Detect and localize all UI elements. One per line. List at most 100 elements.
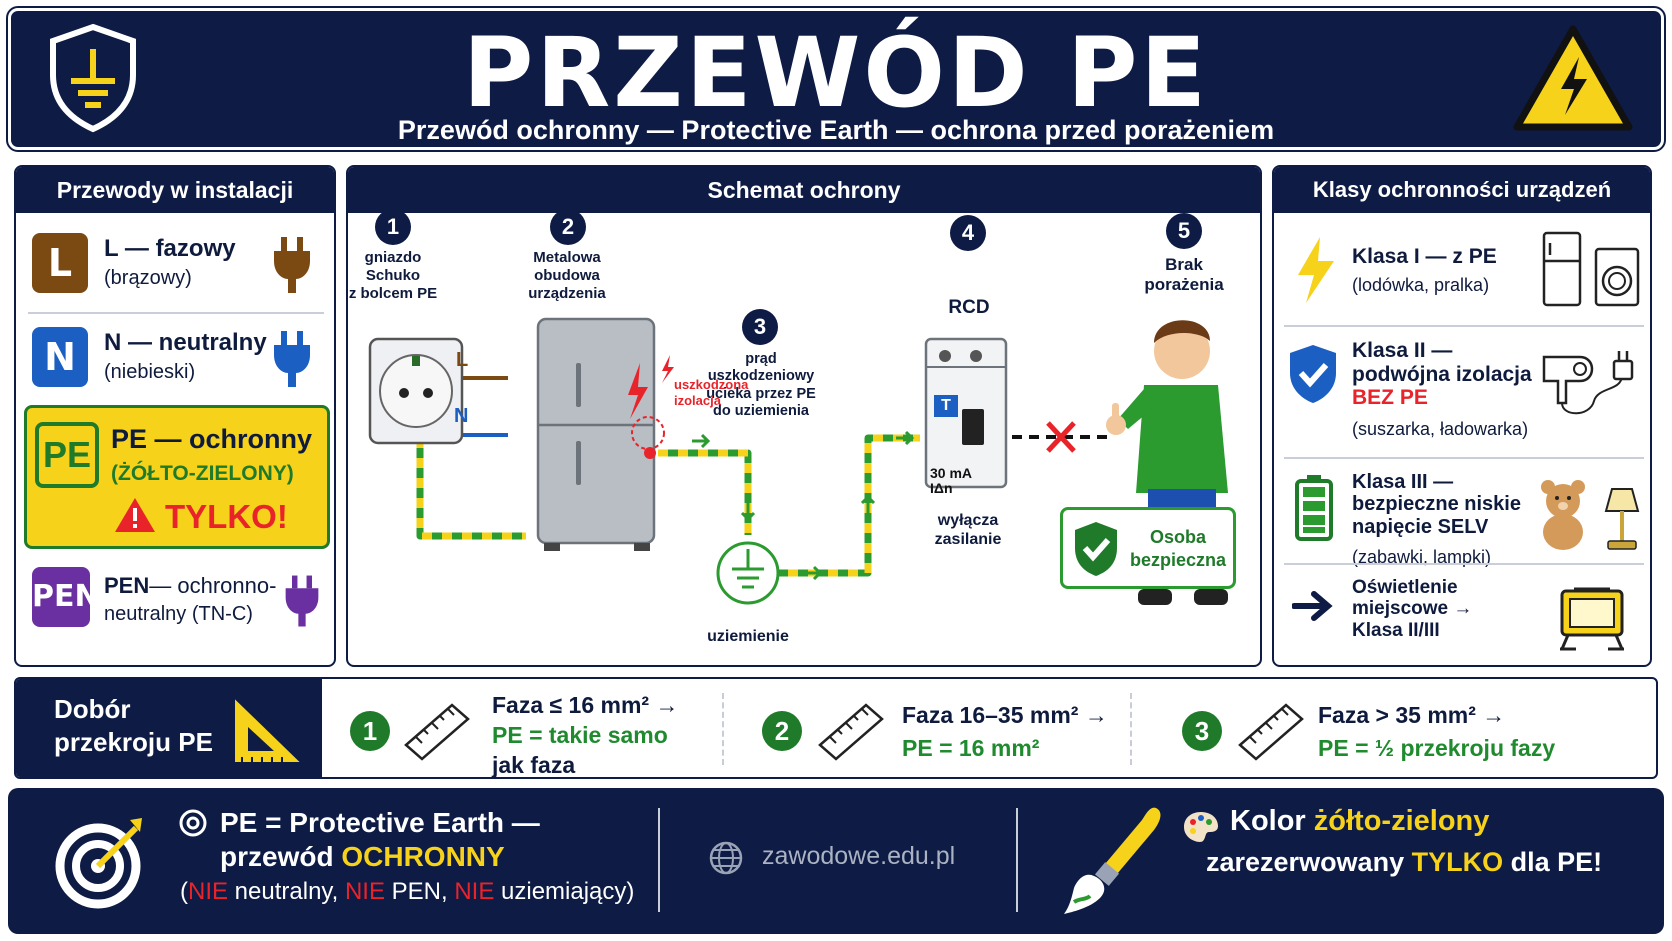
l3-6: uziemiający) bbox=[494, 878, 635, 905]
shield-check-icon bbox=[1075, 522, 1117, 576]
safe-line-1: Osoba bbox=[1149, 527, 1206, 547]
shield-check-blue-icon bbox=[1290, 345, 1336, 403]
rcd-caption-line-2: zasilanie bbox=[934, 531, 1002, 549]
l3-0: ( bbox=[180, 878, 188, 905]
wire-badge-n: N bbox=[32, 327, 88, 387]
step-1-line-2: Schuko bbox=[365, 267, 421, 284]
wire-title-pen-main: PEN bbox=[104, 573, 150, 598]
wire-label-l: L bbox=[456, 349, 469, 371]
ruler-icon-2 bbox=[818, 703, 884, 761]
step-5-line-1: Brak bbox=[1165, 255, 1203, 274]
rcd-rating: 30 mA IΔn bbox=[930, 465, 973, 497]
section-step-2-badge: 2 bbox=[762, 711, 802, 751]
cross-section-heading-line-2: przekroju PE bbox=[54, 726, 213, 757]
schema-panel-heading: Schemat ochrony bbox=[348, 167, 1260, 213]
section-step-2-line-2: PE = 16 mm² bbox=[902, 735, 1040, 762]
footer-color-line-2: zarezerwowany TYLKO dla PE! bbox=[1206, 846, 1602, 878]
safe-person-label: Osoba bezpieczna bbox=[1125, 526, 1231, 571]
rcd-rating-value: 30 mA bbox=[930, 465, 973, 481]
class-3-sub: (zabawki, lampki) bbox=[1352, 547, 1492, 567]
step-5-line-2: porażenia bbox=[1144, 275, 1224, 295]
ground-label: uziemienie bbox=[707, 628, 789, 645]
class-3-title: Klasa III — bezpieczne niskie napięcie S… bbox=[1352, 471, 1521, 538]
section-step-1-line-3: jak faza bbox=[492, 751, 576, 778]
l3-1: NIE bbox=[188, 878, 229, 905]
step-4-label: RCD bbox=[948, 297, 990, 318]
step-2-line-2: obudowa bbox=[534, 267, 600, 284]
wire-sub-n: (niebieski) bbox=[104, 361, 196, 383]
set-square-icon bbox=[233, 694, 305, 764]
cross-section-band: Dobór przekroju PE 1 Faza ≤ 16 mm² → PE … bbox=[14, 677, 1658, 779]
wires-panel: Przewody w instalacji L L — fazowy (brąz… bbox=[14, 165, 336, 667]
wire-title-pe: PE — ochronny bbox=[111, 424, 313, 454]
arrow-right-icon bbox=[1292, 591, 1333, 621]
wire-badge-pe: PE bbox=[35, 422, 99, 488]
wire-label-n: N bbox=[454, 405, 469, 427]
section-step-1-line-2: PE = takie samo bbox=[492, 721, 668, 748]
wire-title-l: L — fazowy bbox=[104, 235, 236, 262]
class-4-title: Oświetlenie miejscowe → Klasa II/III bbox=[1352, 577, 1472, 641]
class-4-title-line-3: Klasa II/III bbox=[1352, 619, 1440, 641]
section-step-3-badge: 3 bbox=[1182, 711, 1222, 751]
damage-label: uszkodzona izolacja bbox=[674, 377, 748, 408]
section-step-1-badge: 1 bbox=[350, 711, 390, 751]
classes-panel-heading: Klasy ochronności urządzeń bbox=[1274, 167, 1650, 213]
wire-title-pen-rest: — ochronno- bbox=[149, 573, 277, 598]
rcd-caption: wyłącza zasilanie bbox=[908, 511, 1028, 549]
section-step-1-text: Faza ≤ 16 mm² → PE = takie samo jak faza bbox=[492, 691, 679, 778]
teddy-lamp-icon bbox=[1541, 480, 1640, 550]
wire-title-n: N — neutralny bbox=[104, 329, 267, 356]
step-3-line-3: ucieka przez PE bbox=[706, 385, 816, 402]
hairdryer-charger-icon bbox=[1542, 351, 1634, 415]
step-3-line-4: do uziemienia bbox=[713, 403, 809, 420]
step-3-line-1: prąd bbox=[745, 351, 777, 367]
battery-icon bbox=[1295, 475, 1333, 541]
footer-color-b: żółto-zielony bbox=[1313, 805, 1490, 837]
page-title: PRZEWÓD PE bbox=[462, 17, 1209, 129]
work-light-icon bbox=[1560, 587, 1624, 651]
wire-badge-pen: PEN bbox=[32, 567, 100, 627]
step-1-line-3: z bolcem PE bbox=[348, 285, 438, 302]
section-step-2-line-1: Faza 16–35 mm² → bbox=[902, 702, 1108, 728]
section-step-3-line-2: PE = ½ przekroju fazy bbox=[1318, 735, 1556, 762]
plug-brown-icon bbox=[274, 237, 310, 293]
wire-sub-l: (brązowy) bbox=[104, 267, 192, 289]
footer-pe-line-3: (NIE neutralny, NIE PEN, NIE uziemiający… bbox=[180, 878, 634, 907]
wire-sub-pe: (ŻÓŁTO-ZIELONY) bbox=[111, 462, 294, 485]
step-3-line-2: uszkodzeniowy bbox=[707, 368, 815, 385]
section-step-3-text: Faza > 35 mm² → PE = ½ przekroju fazy bbox=[1318, 699, 1555, 766]
l3-2: neutralny, bbox=[228, 878, 345, 905]
footer-reserved-a: zarezerwowany bbox=[1206, 847, 1412, 877]
cross-section-heading: Dobór przekroju PE bbox=[54, 693, 213, 758]
class-2-sub: (suszarka, ładowarka) bbox=[1352, 419, 1529, 439]
wire-badge-l: L bbox=[32, 233, 88, 293]
step-2-line-3: urządzenia bbox=[528, 285, 606, 302]
class-4-title-line-2: miejscowe → bbox=[1352, 598, 1473, 620]
section-step-3-line-1: Faza > 35 mm² → bbox=[1318, 702, 1506, 728]
footer-reserved-b: TYLKO bbox=[1411, 847, 1504, 877]
safe-person-card: Osoba bezpieczna bbox=[1060, 507, 1236, 589]
footer-color-line-1: Kolor żółto-zielony bbox=[1230, 804, 1489, 839]
safe-line-2: bezpieczna bbox=[1129, 549, 1227, 570]
step-2-label: Metalowa obudowa urządzenia bbox=[506, 249, 628, 303]
warning-icon bbox=[115, 498, 155, 532]
footer-pe-line-2-a: przewód bbox=[220, 841, 342, 872]
paintbrush-icon bbox=[1064, 807, 1161, 914]
footer-site: zawodowe.edu.pl bbox=[762, 842, 956, 870]
plug-blue-icon bbox=[274, 331, 310, 387]
l3-3: NIE bbox=[344, 878, 385, 905]
step-4-badge: 4 bbox=[950, 215, 986, 251]
step-1-label: gniazdo Schuko z bolcem PE bbox=[348, 249, 438, 303]
section-step-1-line-1: Faza ≤ 16 mm² → bbox=[492, 692, 679, 718]
rcd-caption-line-1: wyłącza bbox=[937, 512, 999, 529]
class-3-title-line-2: bezpieczne niskie bbox=[1352, 493, 1521, 516]
class-2-no-pe: BEZ PE bbox=[1352, 386, 1428, 410]
ruler-icon bbox=[404, 703, 470, 761]
rcd-rating-symbol: IΔn bbox=[930, 480, 953, 497]
footer-reserved-c: dla PE! bbox=[1503, 847, 1603, 877]
fridge-washer-icon bbox=[1542, 231, 1640, 307]
damage-line-2: izolacja bbox=[674, 392, 721, 408]
rcd-test-button: T bbox=[941, 397, 951, 414]
pe-only-warning: TYLKO! bbox=[165, 498, 288, 535]
header-banner: PRZEWÓD PE Przewód ochronny — Protective… bbox=[6, 6, 1666, 152]
